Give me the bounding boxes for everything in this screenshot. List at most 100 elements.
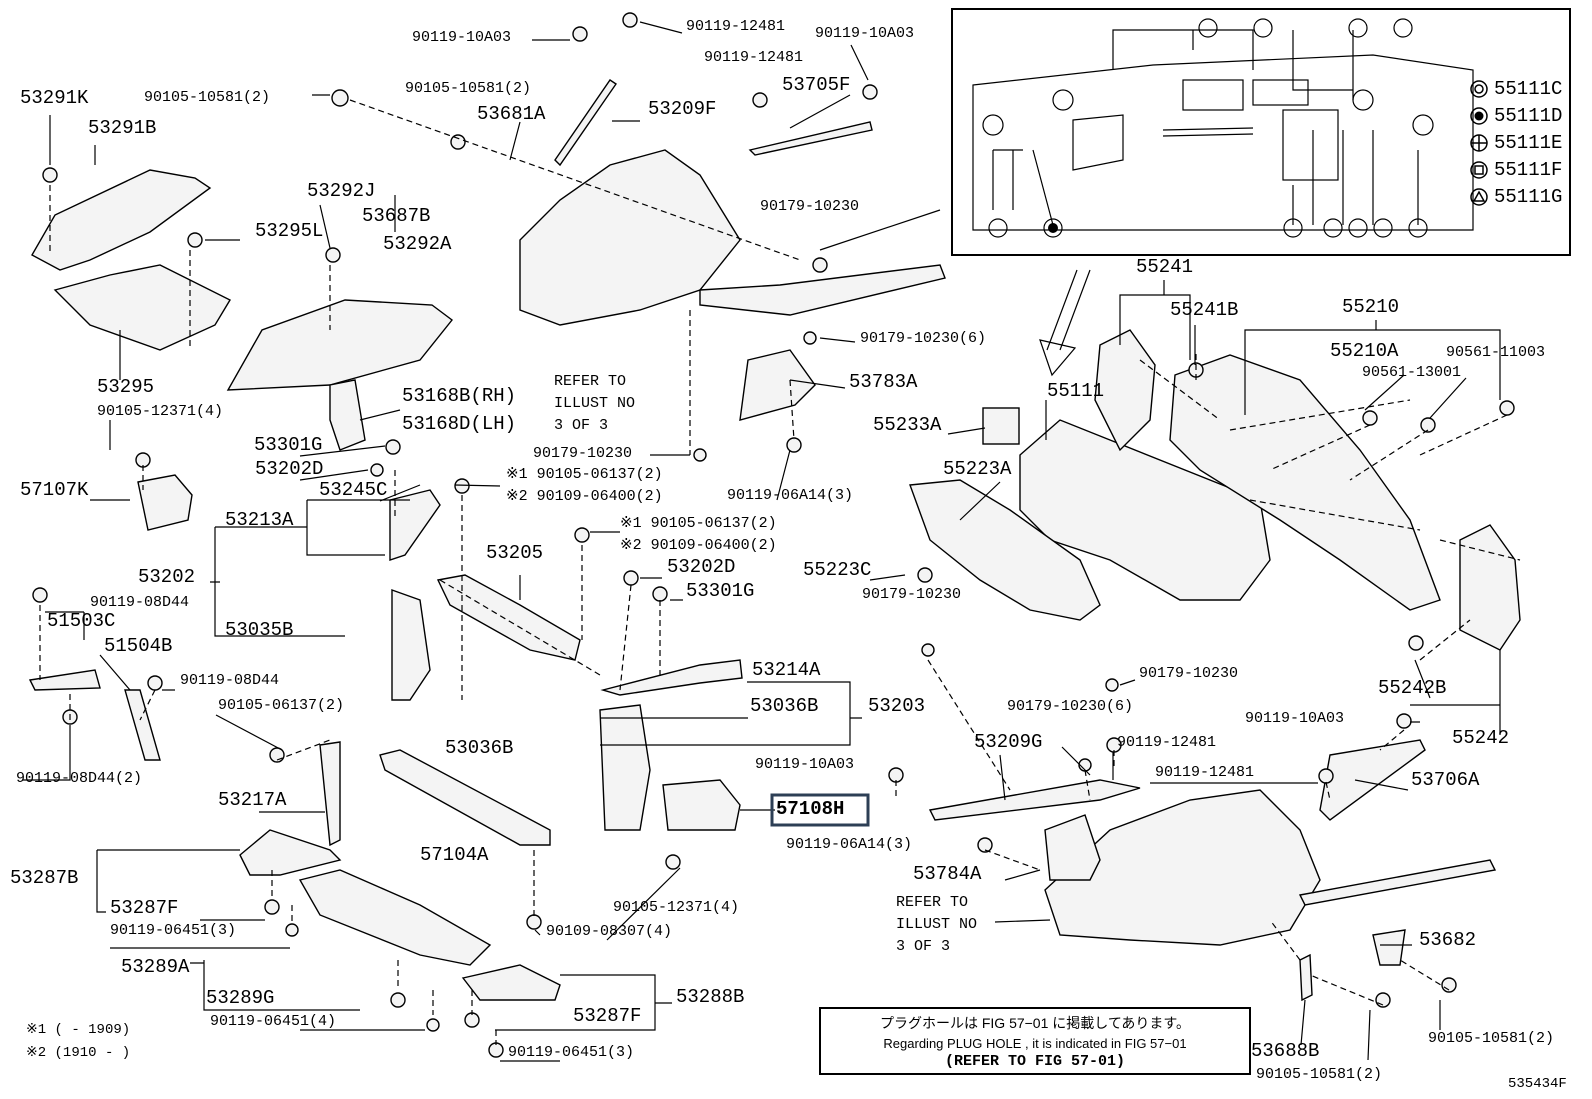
part-number-label[interactable]: 90119-08D44(2) bbox=[16, 770, 142, 787]
part-number-label[interactable]: 55241B bbox=[1170, 299, 1238, 321]
part-number-label[interactable]: ※2 90109-06400(2) bbox=[620, 537, 777, 554]
part-number-label[interactable]: 53784A bbox=[913, 863, 982, 885]
part-number-label[interactable]: 90119-08D44 bbox=[180, 672, 279, 689]
part-number-label[interactable]: 57107K bbox=[20, 479, 89, 501]
circle-triangle-icon bbox=[1470, 188, 1488, 206]
part-number-label[interactable]: 53291K bbox=[20, 87, 89, 109]
part-number-label[interactable]: 55111 bbox=[1047, 380, 1104, 402]
part-number-label[interactable]: 53292J bbox=[307, 180, 375, 202]
part-number-label[interactable]: 51503C bbox=[47, 610, 115, 632]
part-number-label[interactable]: 53202D bbox=[255, 458, 323, 480]
part-number-label[interactable]: 3 OF 3 bbox=[896, 938, 950, 955]
part-number-label[interactable]: 90561-13001 bbox=[1362, 364, 1461, 381]
part-number-label[interactable]: 55223C bbox=[803, 559, 871, 581]
part-number-label[interactable]: 53213A bbox=[225, 509, 294, 531]
part-number-label[interactable]: 90179-10230(6) bbox=[860, 330, 986, 347]
part-number-label[interactable]: 90179-10230 bbox=[862, 586, 961, 603]
part-number-label[interactable]: 53036B bbox=[750, 695, 818, 717]
part-number-label[interactable]: ※1 90105-06137(2) bbox=[506, 466, 663, 483]
part-number-label[interactable]: 90119-10A03 bbox=[1245, 710, 1344, 727]
part-number-label[interactable]: 90105-12371(4) bbox=[613, 899, 739, 916]
part-number-label[interactable]: 3 OF 3 bbox=[554, 417, 608, 434]
part-number-label[interactable]: 53705F bbox=[782, 74, 850, 96]
part-number-label[interactable]: 90105-10581(2) bbox=[1428, 1030, 1554, 1047]
part-number-label[interactable]: REFER TO bbox=[896, 894, 968, 911]
part-number-label[interactable]: 90119-12481 bbox=[686, 18, 785, 35]
part-number-label[interactable]: 90119-10A03 bbox=[412, 29, 511, 46]
part-number-label[interactable]: 90119-12481 bbox=[1155, 764, 1254, 781]
part-number-label[interactable]: 90561-11003 bbox=[1446, 344, 1545, 361]
part-number-label[interactable]: 90105-06137(2) bbox=[218, 697, 344, 714]
part-number-label[interactable]: 53287F bbox=[573, 1005, 641, 1027]
part-number-label[interactable]: 90105-10581(2) bbox=[405, 80, 531, 97]
circle-cross-icon bbox=[1470, 134, 1488, 152]
part-number-label[interactable]: 90119-10A03 bbox=[815, 25, 914, 42]
part-number-label[interactable]: 55242 bbox=[1452, 727, 1509, 749]
part-number-label[interactable]: 53288B bbox=[676, 986, 744, 1008]
part-number-label[interactable]: 53202D bbox=[667, 556, 735, 578]
part-number-label[interactable]: ILLUST NO bbox=[554, 395, 635, 412]
part-number-label[interactable]: 53202 bbox=[138, 566, 195, 588]
part-number-label[interactable]: 53783A bbox=[849, 371, 918, 393]
part-number-label[interactable]: 90105-10581(2) bbox=[1256, 1066, 1382, 1083]
part-number-label[interactable]: 53168D(LH) bbox=[402, 413, 516, 435]
part-number-label[interactable]: ILLUST NO bbox=[896, 916, 977, 933]
part-number-label[interactable]: 53289G bbox=[206, 987, 274, 1009]
part-number-label[interactable]: 53295L bbox=[255, 220, 323, 242]
part-number-label[interactable]: 55242B bbox=[1378, 677, 1446, 699]
circle-square-icon bbox=[1470, 161, 1488, 179]
part-number-label[interactable]: 53292A bbox=[383, 233, 452, 255]
part-number-label[interactable]: 90119-06451(3) bbox=[508, 1044, 634, 1061]
part-number-label[interactable]: 53205 bbox=[486, 542, 543, 564]
part-number-label[interactable]: 90105-12371(4) bbox=[97, 403, 223, 420]
part-number-label[interactable]: 90119-10A03 bbox=[755, 756, 854, 773]
part-number-label[interactable]: 53301G bbox=[686, 580, 754, 602]
part-number-label[interactable]: REFER TO bbox=[554, 373, 626, 390]
part-number-label[interactable]: 53301G bbox=[254, 434, 322, 456]
part-number-label[interactable]: 90109-08307(4) bbox=[546, 923, 672, 940]
part-number-label[interactable]: 53203 bbox=[868, 695, 925, 717]
legend-item-f: 55111F bbox=[1470, 159, 1562, 181]
part-number-label[interactable]: 90179-10230(6) bbox=[1007, 698, 1133, 715]
part-number-label[interactable]: 53291B bbox=[88, 117, 156, 139]
part-number-label[interactable]: 53209G bbox=[974, 731, 1042, 753]
part-number-label[interactable]: 53214A bbox=[752, 659, 821, 681]
part-number-label[interactable]: 53289A bbox=[121, 956, 190, 978]
part-number-label[interactable]: 55223A bbox=[943, 458, 1012, 480]
part-number-label[interactable]: 90179-10230 bbox=[760, 198, 859, 215]
part-number-label[interactable]: 55233A bbox=[873, 414, 942, 436]
callout-labels: 53291K 53291B 90105-10581(2) 90119-10A03 901… bbox=[10, 18, 1554, 1083]
part-number-label[interactable]: 90119-12481 bbox=[1117, 734, 1216, 751]
part-number-label[interactable]: 90119-06A14(3) bbox=[786, 836, 912, 853]
part-number-label[interactable]: 90179-10230 bbox=[1139, 665, 1238, 682]
highlighted-part-label[interactable]: 57108H bbox=[776, 798, 845, 820]
part-number-label[interactable]: 53245C bbox=[319, 479, 387, 501]
part-number-label[interactable]: 90119-08D44 bbox=[90, 594, 189, 611]
part-number-label[interactable]: ※2 90109-06400(2) bbox=[506, 488, 663, 505]
part-number-label[interactable]: 90119-06A14(3) bbox=[727, 487, 853, 504]
part-number-label[interactable]: 53217A bbox=[218, 789, 287, 811]
part-number-label[interactable]: 90119-06451(4) bbox=[210, 1013, 336, 1030]
part-number-label[interactable]: 53168B(RH) bbox=[402, 385, 516, 407]
part-number-label[interactable]: 53036B bbox=[445, 737, 513, 759]
part-number-label[interactable]: 53287B bbox=[10, 867, 78, 889]
part-number-label[interactable]: 90105-10581(2) bbox=[144, 89, 270, 106]
part-number-label[interactable]: 55210A bbox=[1330, 340, 1399, 362]
part-number-label[interactable]: 90179-10230 bbox=[533, 445, 632, 462]
part-number-label[interactable]: 53287F bbox=[110, 897, 178, 919]
part-number-label[interactable]: 53688B bbox=[1251, 1040, 1319, 1062]
part-number-label[interactable]: 53706A bbox=[1411, 769, 1480, 791]
part-number-label[interactable]: 57104A bbox=[420, 844, 489, 866]
part-number-label[interactable]: 90119-12481 bbox=[704, 49, 803, 66]
part-number-label[interactable]: 53687B bbox=[362, 205, 430, 227]
part-number-label[interactable]: 53035B bbox=[225, 619, 293, 641]
part-number-label[interactable]: ※1 90105-06137(2) bbox=[620, 515, 777, 532]
part-number-label[interactable]: 53682 bbox=[1419, 929, 1476, 951]
part-number-label[interactable]: 55241 bbox=[1136, 256, 1193, 278]
part-number-label[interactable]: 51504B bbox=[104, 635, 172, 657]
part-number-label[interactable]: 53295 bbox=[97, 376, 154, 398]
part-number-label[interactable]: 55210 bbox=[1342, 296, 1399, 318]
part-number-label[interactable]: 53209F bbox=[648, 98, 716, 120]
part-number-label[interactable]: 53681A bbox=[477, 103, 546, 125]
part-number-label[interactable]: 90119-06451(3) bbox=[110, 922, 236, 939]
